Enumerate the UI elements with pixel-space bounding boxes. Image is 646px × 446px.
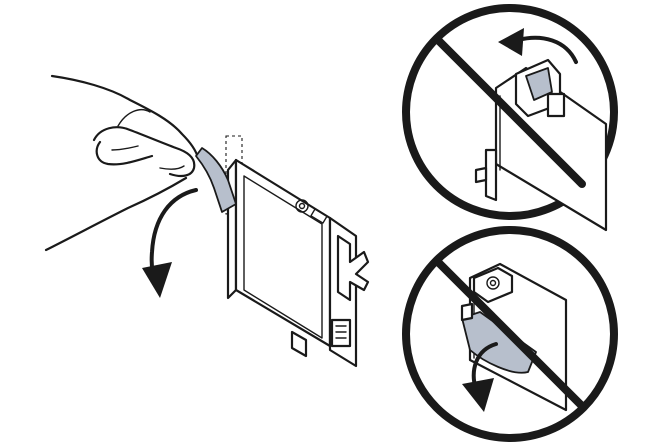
wrong-pull-arrow-icon <box>498 28 578 64</box>
prohibited-slash-2 <box>434 258 586 410</box>
ink-port-icon <box>295 199 309 213</box>
prohibited-sign-icon <box>402 4 618 232</box>
hand-icon <box>44 74 200 252</box>
wrong-pull-arrow-icon-2 <box>462 342 498 412</box>
prohibited-sign-icon-2 <box>402 226 618 442</box>
chip-icon <box>330 318 352 348</box>
tape-strip <box>195 147 237 213</box>
pull-tape-arrow-icon <box>142 188 198 298</box>
prohibited-slash <box>434 36 586 188</box>
cartridge-body <box>225 135 370 368</box>
